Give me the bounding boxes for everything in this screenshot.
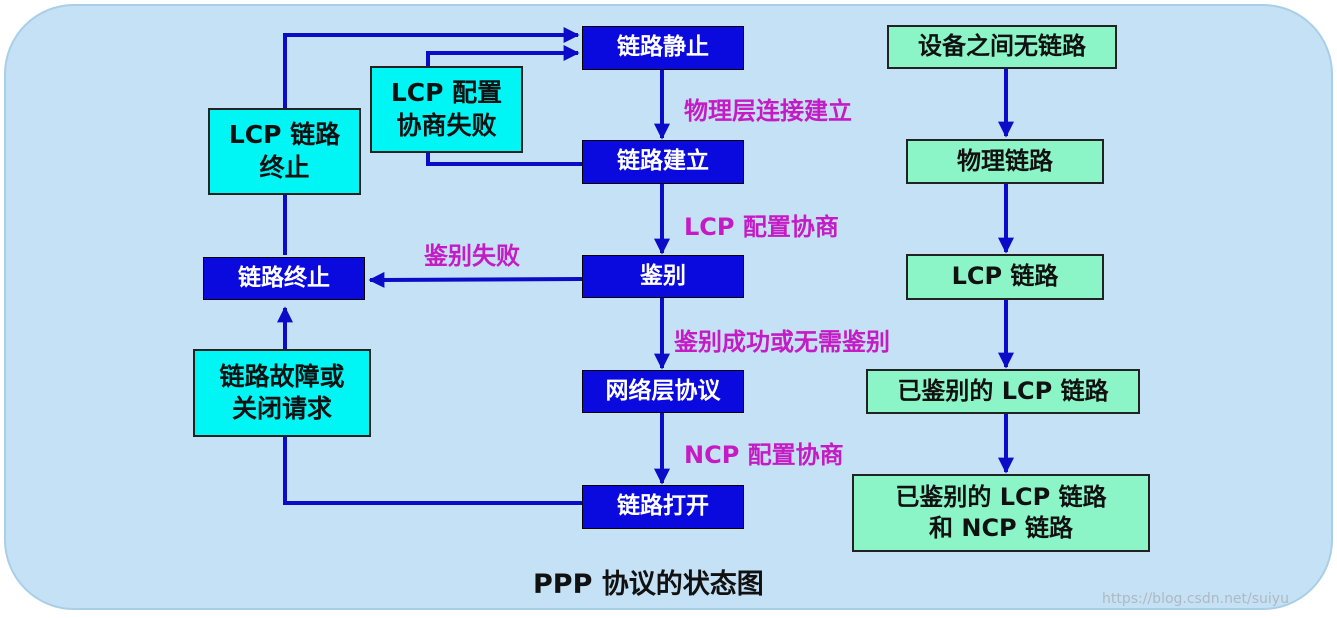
label-auth-failed: 鉴别失败 xyxy=(424,242,520,270)
arrow-auth-failed xyxy=(368,271,583,288)
diagram-caption: PPP 协议的状态图 xyxy=(533,569,764,600)
state-link-establish: 链路建立 xyxy=(582,140,744,184)
event-link-failure-or-close: 链路故障或 关闭请求 xyxy=(193,349,371,437)
state-network-protocol: 网络层协议 xyxy=(582,370,744,413)
state-authenticate: 鉴别 xyxy=(582,255,744,298)
label-physical-established: 物理层连接建立 xyxy=(684,97,852,125)
link-state-no-link: 设备之间无链路 xyxy=(887,25,1117,69)
state-link-dead: 链路静止 xyxy=(582,26,744,70)
event-lcp-link-termination: LCP 链路 终止 xyxy=(208,108,361,195)
link-state-lcp: LCP 链路 xyxy=(906,254,1104,300)
label-auth-success: 鉴别成功或无需鉴别 xyxy=(674,328,890,356)
link-state-authenticated-lcp-ncp: 已鉴别的 LCP 链路 和 NCP 链路 xyxy=(852,474,1150,552)
event-lcp-negotiation-failed: LCP 配置 协商失败 xyxy=(370,66,523,153)
watermark-text: https://blog.csdn.net/suiyu xyxy=(1102,591,1289,607)
state-link-terminate: 链路终止 xyxy=(203,257,365,300)
link-state-authenticated-lcp: 已鉴别的 LCP 链路 xyxy=(866,369,1140,414)
label-ncp-negotiation: NCP 配置协商 xyxy=(684,441,844,469)
state-link-open: 链路打开 xyxy=(582,485,744,529)
label-lcp-negotiation: LCP 配置协商 xyxy=(684,213,839,241)
link-state-physical: 物理链路 xyxy=(906,139,1104,184)
